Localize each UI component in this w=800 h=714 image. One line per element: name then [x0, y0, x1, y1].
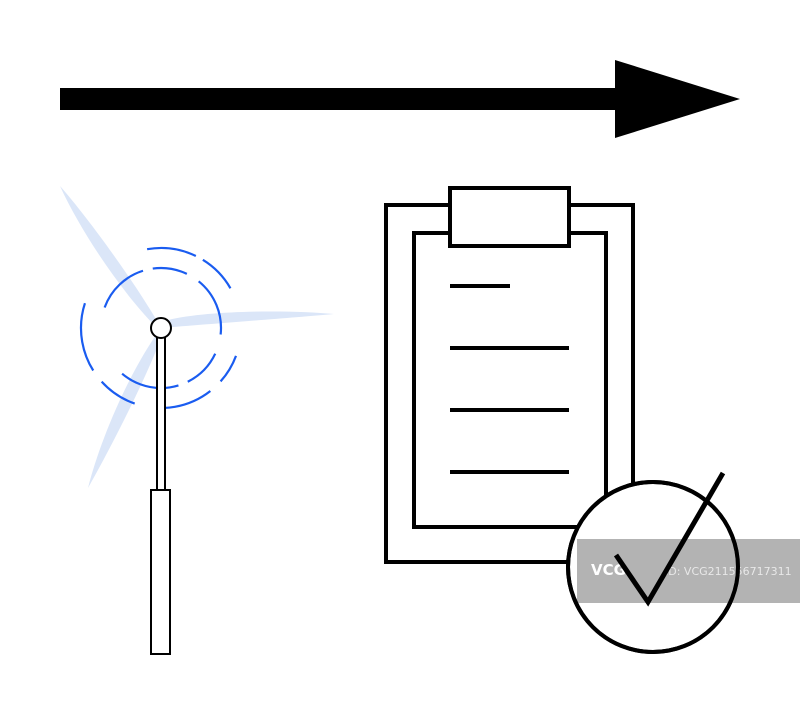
watermark-id: ID: VCG211556717311	[665, 565, 792, 578]
clipboard-icon	[384, 186, 635, 564]
arrow-icon	[60, 60, 740, 138]
turbine-blades	[60, 186, 334, 488]
watermark: VCG ID: VCG211556717311	[577, 539, 800, 603]
wind-turbine-icon	[60, 186, 334, 655]
watermark-logo: VCG	[591, 561, 626, 579]
motion-arcs	[79, 246, 243, 410]
